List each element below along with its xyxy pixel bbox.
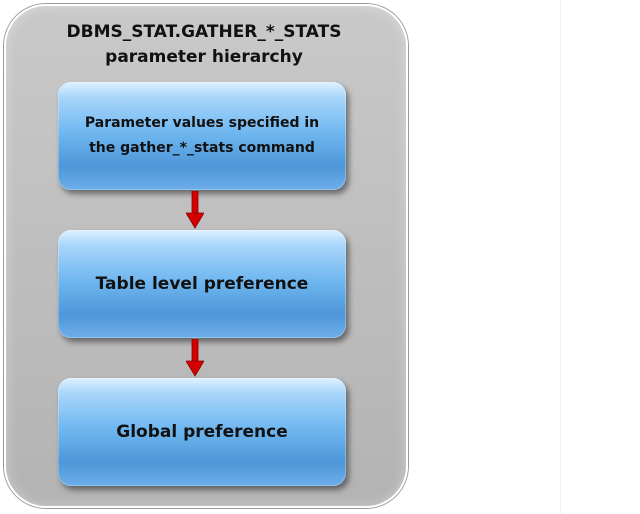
diagram-title: DBMS_STAT.GATHER_*_STATS parameter hiera… xyxy=(0,20,408,70)
title-line-1: DBMS_STAT.GATHER_*_STATS xyxy=(66,22,342,42)
level-box-label: Table level preference xyxy=(95,274,309,294)
arrow-down-icon xyxy=(185,190,205,233)
level-box-label: Parameter values specified in the gather… xyxy=(85,111,319,161)
level-box-label-line-2: the gather_*_stats command xyxy=(89,140,315,156)
level-box-label-line-1: Parameter values specified in xyxy=(84,115,320,131)
level-box-global-preference: Global preference xyxy=(58,378,346,486)
title-line-2: parameter hierarchy xyxy=(105,47,303,67)
level-box-command-parameters: Parameter values specified in the gather… xyxy=(58,82,346,190)
level-box-table-preference: Table level preference xyxy=(58,230,346,338)
arrow-down-icon xyxy=(185,338,205,381)
level-box-label: Global preference xyxy=(116,422,288,442)
background-divider xyxy=(560,0,561,514)
